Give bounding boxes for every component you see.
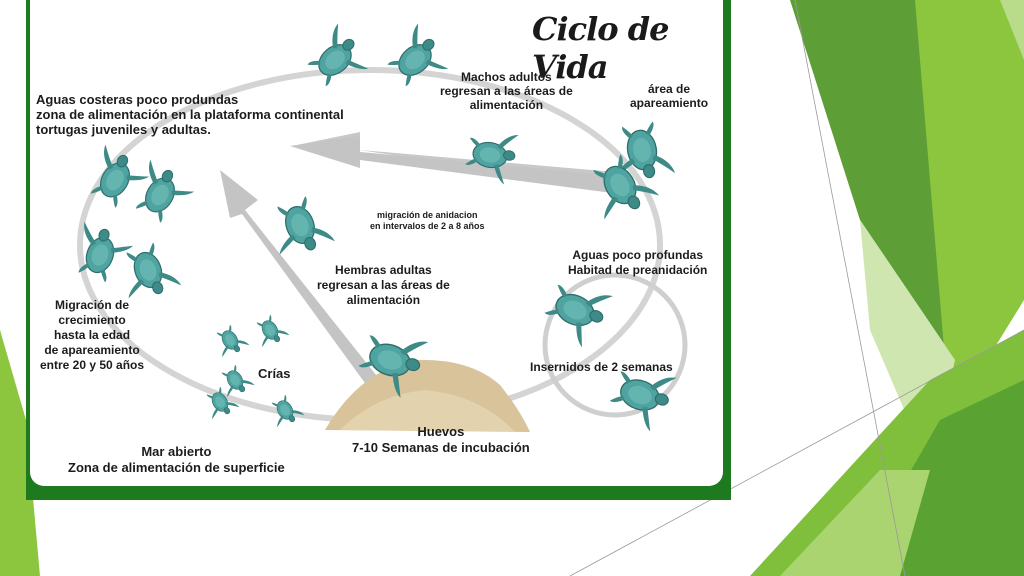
label-open-sea: Mar abierto Zona de alimentación de supe… (68, 444, 285, 476)
diagram-title: Ciclo de Vida (532, 10, 669, 86)
label-eggs: Huevos 7-10 Semanas de incubación (352, 424, 530, 456)
label-line: Hembras adultas (335, 263, 432, 277)
life-cycle-figure: Ciclo de Vida Aguas costeras poco produn… (26, 0, 731, 500)
label-line: regresan a las áreas de (440, 84, 573, 98)
turtle-icon (124, 158, 198, 231)
label-line: Zona de alimentación de superficie (68, 460, 285, 475)
turtle-icon (299, 22, 374, 98)
label-line: Huevos (417, 424, 465, 439)
label-line: migración de anidacion (377, 210, 478, 220)
label-shallow-waters: Aguas poco profundas Habitad de preanida… (568, 248, 707, 278)
label-line: de apareamiento (44, 343, 140, 357)
label-line: Machos adultos (461, 70, 552, 84)
label-line: crecimiento (58, 313, 126, 327)
turtle-icon (249, 311, 290, 351)
internesting-loop (542, 272, 688, 418)
deco-shape-right-strip (1000, 0, 1024, 60)
deco-line-1 (794, 0, 906, 576)
label-line: Migración de (55, 298, 130, 312)
label-line: regresan a las áreas de (317, 278, 450, 292)
deco-shape-lower-pale (780, 470, 930, 576)
label-line: entre 20 y 50 años (40, 358, 145, 372)
label-line: apareamiento (630, 96, 709, 110)
label-line: Habitad de preanidación (568, 263, 708, 277)
label-line: alimentación (469, 98, 544, 112)
label-line: hasta la edad (54, 328, 131, 342)
label-growth-migration: Migración de crecimiento hasta la edad d… (40, 298, 144, 373)
label-mating-area: área de apareamiento (630, 82, 708, 110)
deco-shape-top-right-dark (790, 0, 960, 360)
label-line: tortugas juveniles y adultas. (36, 122, 211, 137)
label-internesting: Insernidos de 2 semanas (530, 360, 673, 374)
arrow-females-return (220, 170, 380, 390)
figure-panel: Ciclo de Vida Aguas costeras poco produn… (30, 0, 723, 486)
arrow-males-return-body (290, 136, 620, 194)
label-females-return: Hembras adultas regresan a las áreas de … (317, 263, 450, 308)
deco-line-2 (569, 329, 1024, 576)
label-line: área de (648, 82, 691, 96)
label-hatchlings: Crías (258, 366, 291, 381)
label-nesting-migration: migración de anidacion en intervalos de … (370, 210, 485, 232)
label-line: Aguas costeras poco produndas (36, 92, 239, 107)
label-males-return: Machos adultos regresan a las áreas de a… (440, 70, 573, 112)
turtle-icon (209, 321, 250, 361)
label-line: 7-10 Semanas de incubación (352, 440, 530, 455)
label-line: zona de alimentación en la plataforma co… (36, 107, 344, 122)
label-coastal-waters: Aguas costeras poco produndas zona de al… (36, 92, 344, 137)
label-line: alimentación (346, 293, 421, 307)
deco-shape-left-bottom (0, 330, 40, 576)
label-line: Aguas poco profundas (572, 248, 704, 262)
sand-mound-shade (340, 390, 515, 432)
deco-shape-top-right-light (915, 0, 1024, 420)
label-line: en intervalos de 2 a 8 años (370, 221, 485, 231)
label-line: Mar abierto (141, 444, 212, 459)
diagram-artwork (66, 22, 688, 435)
